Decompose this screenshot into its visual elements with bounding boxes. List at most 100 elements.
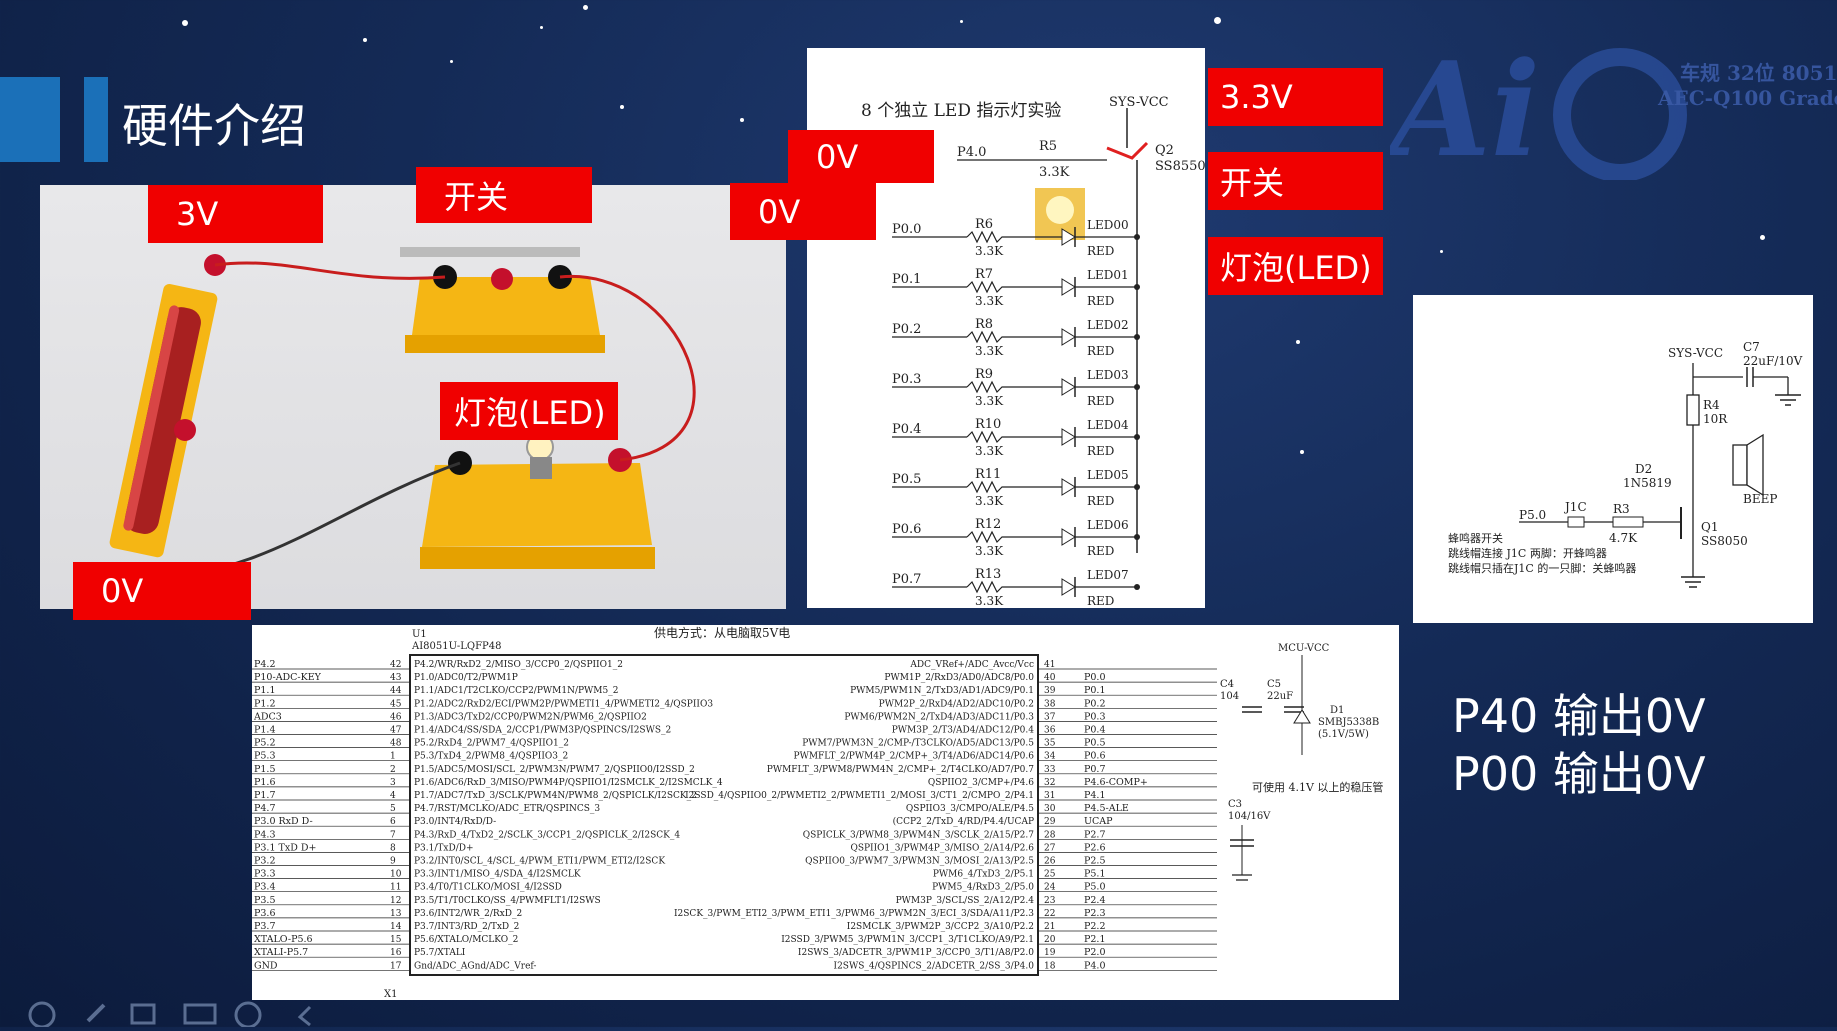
mcu-left-pin: 42	[390, 660, 401, 670]
label-0v-mid: 0V	[730, 183, 876, 240]
regulator-note: 可使用 4.1V 以上的稳压管	[1252, 780, 1383, 794]
mcu-right-pin: 32	[1044, 778, 1055, 788]
mcu-left-net: P3.5	[254, 895, 276, 906]
star	[1296, 340, 1300, 344]
mcu-right-pin: 27	[1044, 843, 1056, 853]
r5-val: 3.3K	[1039, 165, 1070, 180]
star	[1214, 17, 1221, 24]
mcu-right-pin: 37	[1044, 712, 1056, 722]
mcu-right-func: I2SWS_3/ADCETR_3/PWM1P_3/CCP0_3/T1/A8/P2…	[798, 948, 1034, 958]
mcu-left-pin: 16	[390, 948, 402, 958]
c4-label: C4	[1220, 679, 1234, 690]
mcu-right-func: QSPIIO3_3/CMPO/ALE/P4.5	[906, 804, 1034, 814]
led-res-label: R10	[975, 417, 1001, 432]
mcu-right-net: P0.7	[1084, 764, 1106, 775]
d1-val: (5.1V/5W)	[1318, 729, 1369, 740]
mcu-left-net: P3.0 RxD D-	[254, 816, 313, 827]
mcu-left-func: P1.2/ADC2/RxD2/ECI/PWM2P/PWMETI1_4/PWMET…	[414, 699, 713, 709]
mcu-left-pin: 43	[390, 673, 402, 683]
mcu-right-net: P2.6	[1084, 842, 1106, 853]
mcu-left-net: P1.4	[254, 725, 276, 736]
led-color-label: RED	[1087, 444, 1114, 458]
mcu-left-pin: 46	[390, 712, 402, 722]
logo-sub1: 车规 32位 8051	[1680, 61, 1837, 85]
mcu-left-func: P1.6/ADC6/RxD_3/MISO/PWM4P/QSPIIO1/I2SMC…	[414, 778, 723, 788]
mcu-right-pin: 25	[1044, 870, 1056, 880]
r3-label: R3	[1613, 502, 1630, 516]
screen-icon	[130, 1003, 156, 1025]
mcu-left-func: Gnd/ADC_AGnd/ADC_Vref-	[414, 961, 536, 971]
mcu-right-pin: 30	[1044, 804, 1056, 814]
x1-label: X1	[384, 989, 397, 1000]
mcu-left-pin: 5	[390, 804, 396, 814]
mcu-right-net: P2.0	[1084, 947, 1106, 958]
mcu-left-pin: 12	[390, 896, 401, 906]
slides-icon	[183, 1003, 217, 1025]
mcu-right-func: I2SWS_4/QSPINCS_2/ADCETR_2/SS_3/P4.0	[834, 961, 1035, 971]
led-port-label: P0.6	[892, 522, 921, 537]
led-name-label: LED03	[1087, 368, 1129, 382]
mcu-right-pin: 22	[1044, 909, 1055, 919]
led-res-value: 3.3K	[975, 344, 1004, 358]
r3-val: 4.7K	[1609, 531, 1638, 545]
mcu-left-func: P3.5/T1/T0CLKO/SS_4/PWMFLT1/I2SWS	[414, 896, 601, 906]
mcu-left-func: P1.4/ADC4/SS/SDA_2/CCP1/PWM3P/QSPINCS/I2…	[414, 726, 671, 736]
mcu-right-func: I2SSD_3/PWM5_3/PWM1N_3/CCP1_3/T1CLKO/A9/…	[781, 935, 1034, 945]
mcu-right-net: P4.1	[1084, 790, 1106, 801]
mcu-left-pin: 45	[390, 699, 402, 709]
mcu-left-pin: 15	[390, 935, 402, 945]
vcc-label: SYS-VCC	[1109, 95, 1169, 110]
mcu-right-pin: 41	[1044, 660, 1055, 670]
mcu-left-net: XTALI-P5.7	[254, 947, 308, 958]
led-res-label: R9	[975, 367, 993, 382]
label-bulb-photo: 灯泡(LED)	[440, 382, 618, 440]
mcu-left-pin: 4	[390, 791, 396, 801]
c3-label: C3	[1228, 799, 1242, 810]
led-res-label: R12	[975, 517, 1001, 532]
led-res-value: 3.3K	[975, 394, 1004, 408]
label-switch-photo: 开关	[416, 167, 592, 223]
mcu-right-pin: 31	[1044, 791, 1055, 801]
led-port-label: P0.1	[892, 272, 921, 287]
mcu-right-net: P5.0	[1084, 882, 1106, 893]
more-icon	[234, 1001, 262, 1029]
mcu-left-net: P4.3	[254, 829, 276, 840]
mcu-left-pin: 2	[390, 765, 396, 775]
d1-label: D1	[1330, 705, 1344, 716]
mcu-right-pin: 36	[1044, 726, 1056, 736]
mcu-left-net: P4.2	[254, 659, 276, 670]
mcu-right-pin: 38	[1044, 699, 1056, 709]
mcu-right-net: P0.0	[1084, 672, 1106, 683]
mcu-left-pin: 17	[390, 961, 402, 971]
led-name-label: LED04	[1087, 418, 1129, 432]
c7-label: C7	[1743, 340, 1760, 354]
mcu-left-pin: 7	[390, 830, 396, 840]
d1-part: SMBJ5338B	[1318, 717, 1379, 728]
mcu-left-pin: 14	[390, 922, 402, 932]
mcu-left-net: P3.2	[254, 856, 276, 867]
u1-label: U1	[412, 629, 427, 640]
mcu-left-func: P3.0/INT4/RxD/D-	[414, 817, 496, 827]
mcu-right-net: P2.4	[1084, 895, 1106, 906]
star	[620, 105, 624, 109]
d2-label: D2	[1635, 462, 1652, 476]
mcu-right-pin: 21	[1044, 922, 1055, 932]
mcu-left-net: P1.5	[254, 764, 276, 775]
star	[583, 5, 588, 10]
led-color-label: RED	[1087, 394, 1114, 408]
led-res-label: R11	[975, 467, 1001, 482]
led-res-label: R6	[975, 217, 993, 232]
led-port-label: P0.7	[892, 572, 921, 587]
mcu-right-func: PWM2P_2/RxD4/AD2/ADC10/P0.2	[879, 699, 1034, 709]
label-0v-top: 0V	[788, 130, 934, 183]
mcu-left-func: P4.3/RxD_4/TxD2_2/SCLK_3/CCP1_2/QSPICLK_…	[414, 830, 680, 840]
mcu-left-net: P5.3	[254, 751, 276, 762]
star	[182, 20, 188, 26]
mcu-left-net: GND	[254, 960, 278, 971]
c5-label: C5	[1267, 679, 1281, 690]
star	[1300, 450, 1304, 454]
mcu-left-func: P3.3/INT1/MISO_4/SDA_4/I2SMCLK	[414, 870, 581, 880]
mcu-right-func: QSPIIO2_3/CMP+/P4.6	[928, 778, 1034, 788]
led-port-label: P0.2	[892, 322, 921, 337]
led-res-value: 3.3K	[975, 294, 1004, 308]
